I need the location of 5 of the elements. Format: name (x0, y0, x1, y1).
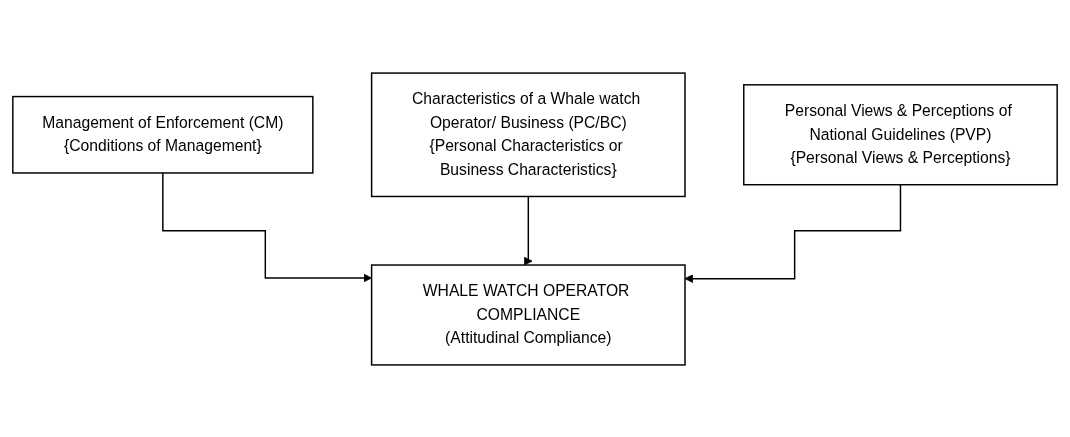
node-box: WHALE WATCH OPERATOR COMPLIANCE (Attitudinal Compliance) (370, 263, 686, 366)
node-box: Characteristics of a Whale watch Operator/ Business (PC/BC) {Personal Characteristics or Business Characteristics} (370, 71, 686, 197)
arrow (524, 195, 533, 265)
node-box: Personal Views & Perceptions of National Guidelines (PVP) {Personal Views & Perceptions} (743, 83, 1058, 185)
node-box: Management of Enforcement (CM) {Conditions of Management} (12, 95, 314, 174)
